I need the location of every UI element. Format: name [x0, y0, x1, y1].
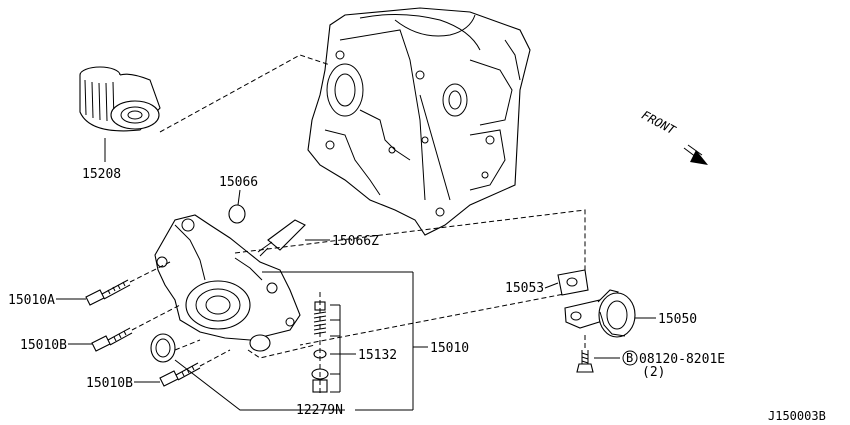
oil-seal — [150, 333, 176, 363]
relief-to-pump — [247, 344, 316, 359]
label-15066: 15066 — [219, 175, 258, 190]
engine-block — [307, 7, 531, 236]
label-15053: 15053 — [505, 281, 544, 296]
label-12279n: 12279N — [296, 403, 343, 418]
label-15132: 15132 — [358, 348, 397, 363]
circled-b-icon: B — [622, 350, 638, 366]
label-15010b-2: 15010B — [86, 376, 133, 391]
bolt-b1 — [91, 327, 133, 352]
o-ring — [228, 204, 246, 224]
bolt-a — [85, 279, 131, 306]
label-strainer-bolt-code: 08120-8201E — [639, 352, 725, 367]
pump-to-strainer-line — [234, 209, 586, 346]
oil-strainer — [564, 289, 636, 338]
relief-ticks — [330, 304, 340, 393]
front-direction-arrow-icon: FRONT — [639, 108, 708, 165]
label-15208: 15208 — [82, 167, 121, 182]
svg-text:B: B — [626, 351, 633, 365]
leader-15066 — [237, 189, 241, 206]
label-15050: 15050 — [658, 312, 697, 327]
seal-line — [174, 339, 201, 351]
strainer-bolt — [576, 335, 594, 373]
seal-to-12279n — [174, 359, 345, 411]
label-15010b-1: 15010B — [20, 338, 67, 353]
bolt-b1-line — [131, 304, 181, 331]
label-strainer-bolt-qty: (2) — [642, 365, 665, 380]
label-15010: 15010 — [430, 341, 469, 356]
label-front: FRONT — [639, 108, 678, 138]
gasket — [557, 269, 589, 296]
label-15010a: 15010A — [8, 293, 55, 308]
connector — [257, 219, 306, 257]
filter-to-block-line — [159, 54, 331, 133]
relief-valve-parts — [311, 301, 329, 393]
label-15066z: 15066Z — [332, 234, 379, 249]
oil-pump — [154, 214, 301, 352]
bolt-b2 — [159, 362, 201, 387]
bolt-b2-line — [199, 349, 231, 367]
oil-filter — [79, 66, 161, 132]
diagram-id: J150003B — [768, 409, 826, 423]
leader-15053 — [544, 282, 559, 289]
